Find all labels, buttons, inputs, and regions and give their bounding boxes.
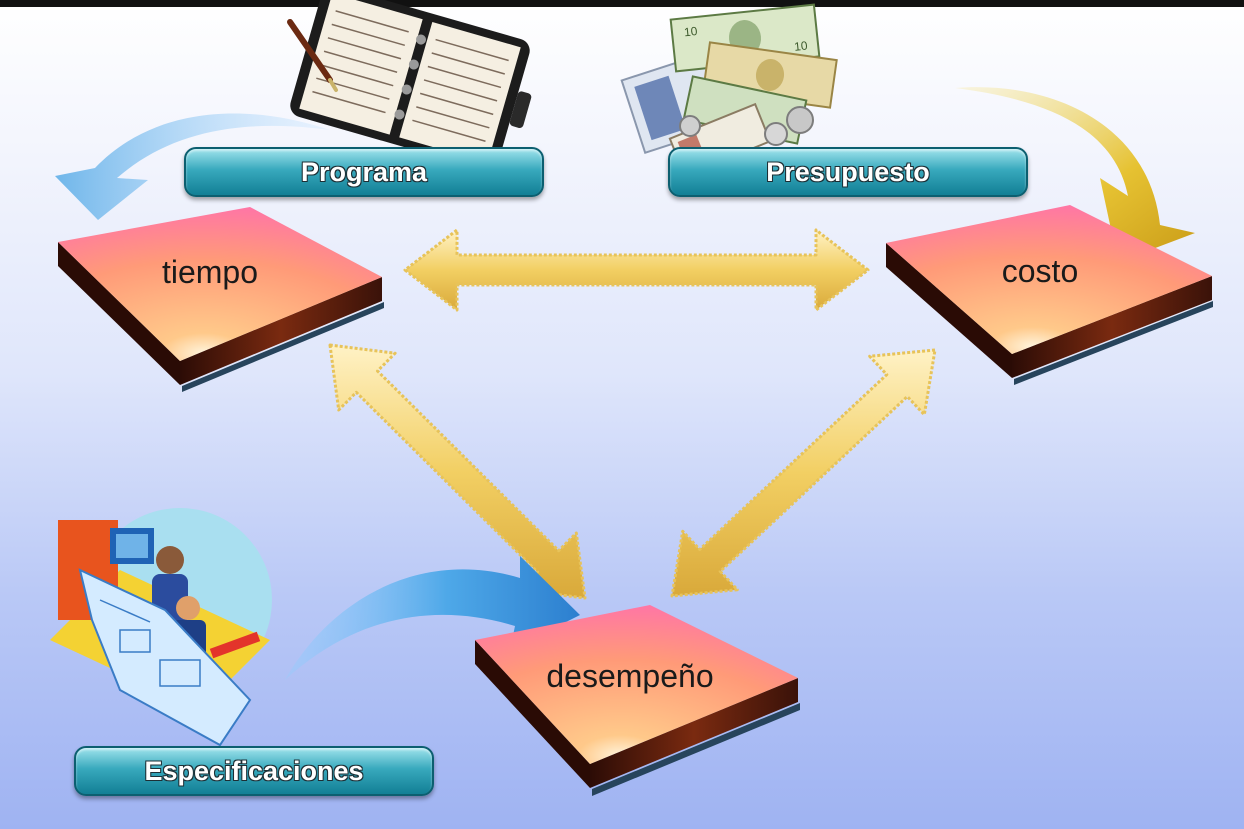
presupuesto-pill: Presupuesto <box>668 147 1028 197</box>
costo-desempeno-arrow <box>672 350 935 596</box>
svg-text:10: 10 <box>793 39 808 54</box>
programa-pill: Programa <box>184 147 544 197</box>
node-costo-label: costo <box>960 255 1120 287</box>
svg-text:10: 10 <box>683 24 698 39</box>
especificaciones-pill: Especificaciones <box>74 746 434 796</box>
tiempo-desempeno-arrow <box>330 345 585 598</box>
desempeno-tile <box>475 605 800 796</box>
top-border <box>0 0 1244 7</box>
node-desempeno-label: desempeño <box>520 660 740 692</box>
constraint-arrows <box>330 230 935 598</box>
tiempo-costo-arrow <box>405 230 868 310</box>
node-tiempo-label: tiempo <box>130 256 290 288</box>
engineers-blueprint-icon <box>50 508 272 745</box>
